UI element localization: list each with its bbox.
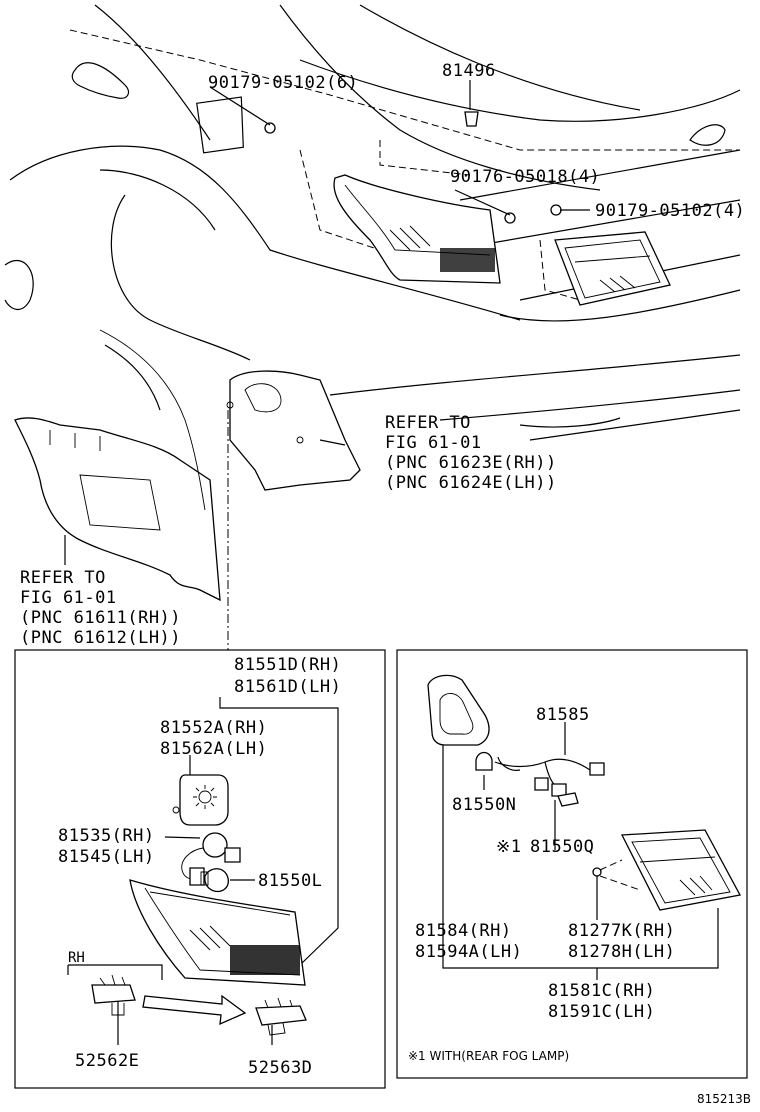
- ref-quarter-line2: FIG 61-01: [20, 588, 117, 608]
- label-81591C: 81591C(LH): [548, 1002, 655, 1022]
- label-81550Q: 81550Q: [530, 837, 594, 857]
- ref-inner-line3: (PNC 61623E(RH)): [385, 453, 557, 473]
- reference-note-inner-panel: REFER TO FIG 61-01 (PNC 61623E(RH)) (PNC…: [385, 413, 557, 493]
- right-detail-box: [396, 649, 748, 1079]
- label-81535: 81535(RH): [58, 826, 155, 846]
- label-81562A: 81562A(LH): [160, 739, 267, 759]
- label-81551D: 81551D(RH): [234, 655, 341, 675]
- ref-quarter-line1: REFER TO: [20, 568, 106, 588]
- label-81550N: 81550N: [452, 795, 516, 815]
- diagram-id: 815213B: [697, 1092, 751, 1106]
- ref-quarter-line4: (PNC 61612(LH)): [20, 628, 181, 648]
- ref-inner-line2: FIG 61-01: [385, 433, 482, 453]
- label-81594A: 81594A(LH): [415, 942, 522, 962]
- label-52563D: 52563D: [248, 1058, 312, 1078]
- top-leader-lines: [64, 80, 590, 650]
- label-81496: 81496: [442, 61, 496, 81]
- label-81584: 81584(RH): [415, 921, 512, 941]
- label-81585: 81585: [536, 705, 590, 725]
- label-90179-05102-6: 90179-05102(6): [208, 73, 358, 93]
- label-52562E: 52562E: [75, 1051, 139, 1071]
- label-81278H: 81278H(LH): [568, 942, 675, 962]
- label-81277K: 81277K(RH): [568, 921, 675, 941]
- label-81550Q-mark: ※1: [496, 837, 521, 857]
- label-90179-05102-4: 90179-05102(4): [595, 201, 745, 221]
- label-90176-05018-4: 90176-05018(4): [450, 167, 600, 187]
- ref-quarter-line3: (PNC 61611(RH)): [20, 608, 181, 628]
- ref-inner-line1: REFER TO: [385, 413, 471, 433]
- label-81581C: 81581C(RH): [548, 981, 655, 1001]
- label-81545: 81545(LH): [58, 847, 155, 867]
- ref-inner-line4: (PNC 61624E(LH)): [385, 473, 557, 493]
- left-detail-box: [14, 649, 386, 1089]
- label-81561D: 81561D(LH): [234, 677, 341, 697]
- label-81550L: 81550L: [258, 871, 322, 891]
- vehicle-body-illustration: [4, 4, 741, 602]
- label-81552A: 81552A(RH): [160, 718, 267, 738]
- note-rear-fog-lamp: ※1 WITH(REAR FOG LAMP): [408, 1049, 569, 1063]
- label-rh: RH: [68, 950, 85, 966]
- reference-note-quarter-panel: REFER TO FIG 61-01 (PNC 61611(RH)) (PNC …: [20, 568, 181, 648]
